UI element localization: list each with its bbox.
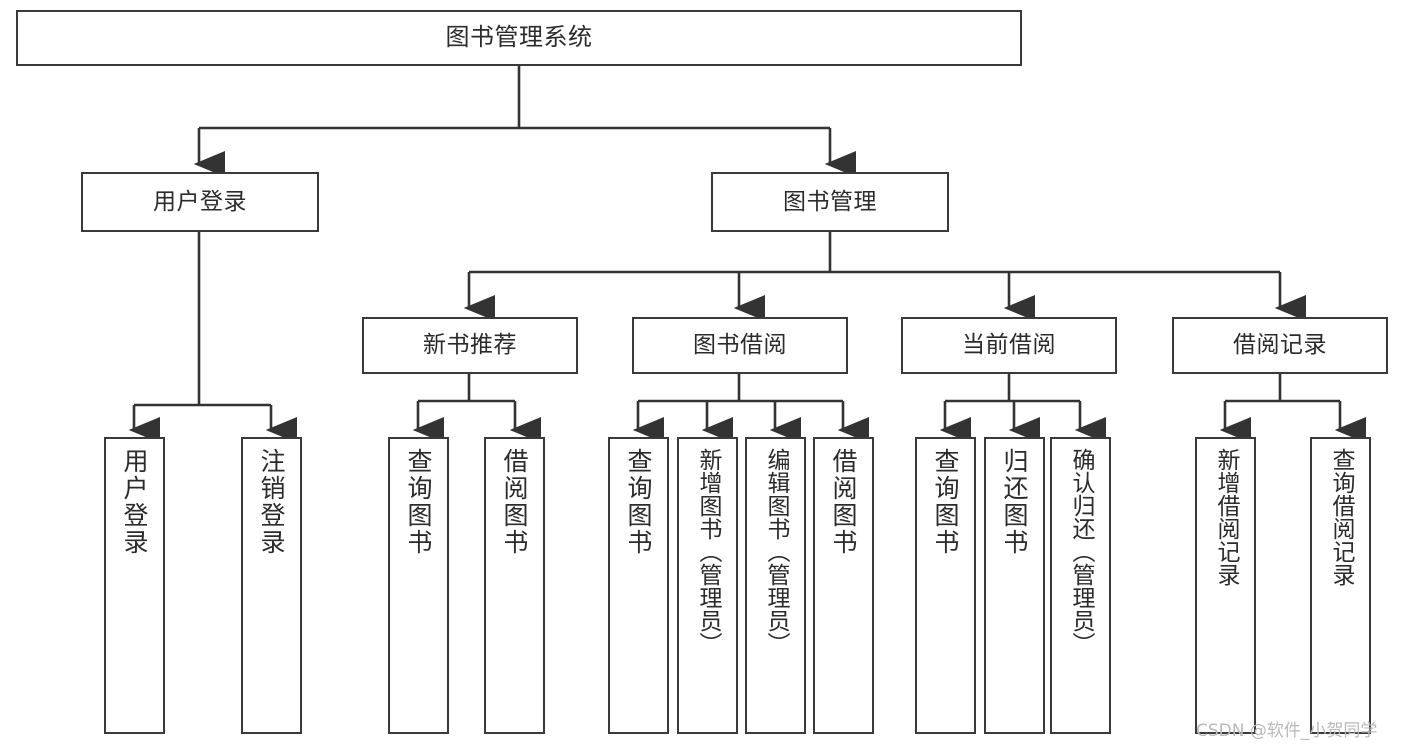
node-borrow-record[interactable]: 借阅记录 [1172,317,1388,374]
leaf-br-add-record[interactable]: 新增借阅记录 [1195,437,1256,734]
node-book-management[interactable]: 图书管理 [711,172,949,232]
node-new-book-recommend[interactable]: 新书推荐 [362,317,578,374]
node-label: 查询图书 [624,448,653,556]
node-label: 借阅记录 [1233,332,1327,359]
node-label: 编辑图书（管理员） [763,448,789,655]
node-label: 新增图书（管理员） [695,448,721,655]
node-label: 查询借阅记录 [1328,448,1354,586]
leaf-nb-query-book[interactable]: 查询图书 [388,437,449,734]
node-current-borrow[interactable]: 当前借阅 [901,317,1117,374]
leaf-cb-return-book[interactable]: 归还图书 [984,437,1045,734]
leaf-user-login[interactable]: 用户登录 [104,437,165,734]
leaf-cb-confirm-return-admin[interactable]: 确认归还（管理员） [1050,437,1111,734]
node-book-borrow[interactable]: 图书借阅 [632,317,848,374]
node-label: 新增借阅记录 [1213,448,1239,586]
node-label: 图书借阅 [693,332,787,359]
node-label: 借阅图书 [500,448,529,556]
node-label: 归还图书 [1000,448,1029,556]
node-label: 查询图书 [404,448,433,556]
node-label: 当前借阅 [962,332,1056,359]
node-label: 新书推荐 [423,332,517,359]
node-label: 借阅图书 [829,448,858,556]
node-label: 查询图书 [931,448,960,556]
leaf-bb-query-book[interactable]: 查询图书 [608,437,669,734]
leaf-bb-add-book-admin[interactable]: 新增图书（管理员） [677,437,738,734]
node-label: 图书管理 [783,188,877,215]
node-label: 用户登录 [153,188,247,215]
leaf-bb-borrow-book[interactable]: 借阅图书 [813,437,874,734]
node-root-book-management-system[interactable]: 图书管理系统 [16,10,1022,66]
node-label: 确认归还（管理员） [1068,448,1094,655]
leaf-cb-query-book[interactable]: 查询图书 [915,437,976,734]
leaf-logout[interactable]: 注销登录 [241,437,302,734]
node-label: 注销登录 [257,448,286,556]
leaf-nb-borrow-book[interactable]: 借阅图书 [484,437,545,734]
node-user-login[interactable]: 用户登录 [81,172,319,232]
leaf-br-query-record[interactable]: 查询借阅记录 [1310,437,1371,734]
leaf-bb-edit-book-admin[interactable]: 编辑图书（管理员） [745,437,806,734]
node-label: 用户登录 [120,448,149,556]
node-label: 图书管理系统 [445,23,593,52]
csdn-watermark: CSDN @软件_小贺同学 [1196,721,1378,741]
